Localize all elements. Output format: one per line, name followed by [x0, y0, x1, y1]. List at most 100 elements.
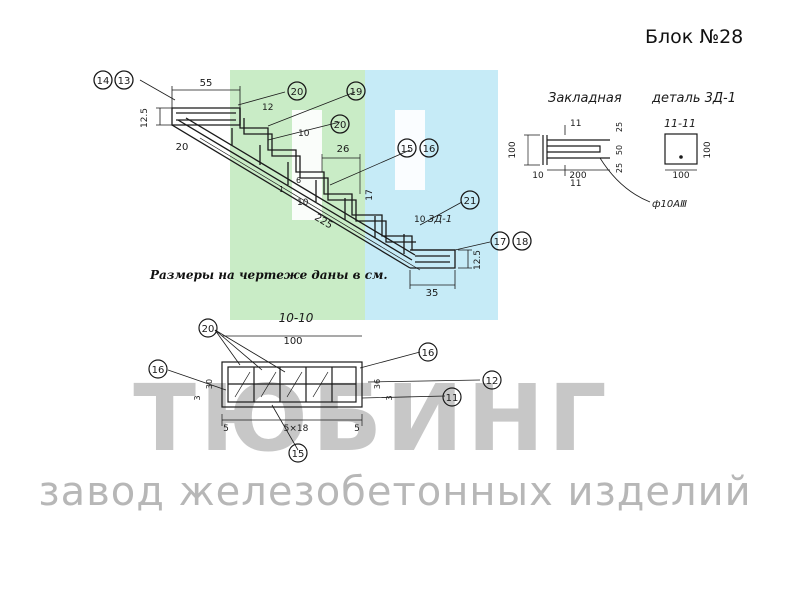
callout-label: 15 [401, 144, 414, 155]
stair-soffit-bar [177, 119, 413, 261]
bottom-landing-outline [410, 249, 456, 269]
dim-edge-text: 10 [532, 171, 544, 181]
stair-step-profile [239, 108, 455, 251]
callout-label: 13 [118, 76, 131, 87]
logo-cutout-left [292, 110, 322, 220]
section-mark-bottom: 11 [570, 179, 581, 189]
dim-left-outer-text: 3 [193, 395, 202, 400]
callout-label: 14 [97, 76, 110, 87]
dim-section-width-text: 100 [283, 336, 302, 347]
bar-mark: 10 [298, 129, 310, 139]
section-title: 11-11 [664, 117, 696, 130]
callout-circle [287, 81, 307, 101]
top-landing-bars [176, 112, 236, 121]
dim-top-text: 25 [615, 122, 624, 132]
callout-circle [460, 190, 480, 210]
dim-mid-text: 50 [615, 145, 624, 155]
cage-diagonals [234, 371, 329, 398]
stair-main-bar [185, 117, 416, 256]
section-10-title: 10-10 [279, 311, 314, 325]
callout-label: 16 [152, 365, 165, 376]
callout-circle [482, 370, 502, 390]
callout-label: 18 [516, 237, 529, 248]
dim-right-outer-text: 3 [385, 395, 394, 400]
logo-background [230, 70, 498, 320]
dim-edge-right-text: 5 [354, 424, 360, 434]
bar-mark: 10 [297, 198, 309, 208]
callout-label: 11 [446, 393, 459, 404]
callout-circle [490, 231, 510, 251]
embedded-detail-title-right: деталь 3Д-1 [651, 91, 736, 106]
dim-right-height-text: 12.5 [473, 250, 483, 270]
callout-circle [442, 387, 462, 407]
bar-mark: 12 [262, 103, 273, 113]
bar-reference: ф10АⅢ [652, 199, 687, 210]
callout-label: 19 [350, 87, 363, 98]
dim-length-text: 200 [569, 171, 586, 181]
callout-label: 12 [486, 376, 499, 387]
stair-reinforcement-view: 14 13 20 19 20 15 16 21 17 18 [93, 70, 532, 299]
callout-leaders [139, 79, 491, 251]
dim-top-width [171, 86, 241, 108]
callout-label: 20 [202, 324, 215, 335]
callout-circle [346, 81, 366, 101]
dim-left-height-text: 12.5 [140, 108, 150, 128]
callout-circle [512, 231, 532, 251]
callout-circle [419, 138, 439, 158]
callout-label: 20 [334, 120, 347, 131]
dim-section-height-text: 100 [703, 141, 713, 158]
bar-mark: 17 [365, 189, 375, 200]
section-mark-top: 11 [570, 119, 581, 129]
dim-edge-left-text: 5 [223, 424, 229, 434]
section-outline [221, 361, 363, 408]
callout-circle [198, 318, 218, 338]
stair-rebar-steps [243, 118, 416, 243]
callout-circle [397, 138, 417, 158]
dim-plate-height [524, 134, 540, 166]
dim-right-inner-text: 36 [373, 379, 382, 389]
callout-circle [418, 342, 438, 362]
dim-bottom-left-text: 20 [176, 142, 189, 153]
bar-mark: 1 [279, 185, 284, 194]
dim-section-width-text: 100 [672, 171, 689, 181]
callout-circle [93, 70, 113, 90]
dim-plate-height-text: 100 [508, 141, 518, 158]
callout-label: 20 [291, 87, 304, 98]
callout-label: 16 [423, 144, 436, 155]
callout-label: 17 [494, 237, 507, 248]
section-plate [664, 133, 698, 165]
dim-bottom-width [409, 270, 456, 289]
section-bar-dot [679, 155, 683, 159]
callout-circle [330, 114, 350, 134]
section-callouts: 20 16 16 12 11 15 [148, 318, 502, 463]
plate-side [542, 135, 548, 165]
logo-blue-panel [365, 70, 498, 320]
dim-top-width-text: 55 [200, 78, 213, 89]
watermark-subtitle: завод железобетонных изделий [38, 469, 751, 515]
bar-mark: 10 [414, 215, 426, 225]
dim-bottom-text: 25 [615, 163, 624, 173]
callout-circle [148, 359, 168, 379]
dim-bottom [221, 414, 363, 426]
section-leaders [167, 329, 481, 451]
dim-spacing-text: 5×18 [284, 424, 309, 434]
block-number-label: Блок №28 [645, 26, 744, 48]
detail-reference: 3Д-1 [428, 214, 452, 225]
dim-right-height [458, 249, 472, 269]
callout-label: 21 [464, 196, 477, 207]
watermark-brand: ТЮБИНГ [133, 365, 611, 472]
stair-stirrups [231, 128, 405, 254]
bottom-landing-bars [415, 255, 450, 263]
section-10-10-view: 10-10 100 5×18 5 5 3 30 36 3 20 16 [148, 311, 502, 463]
dim-step-text: 26 [337, 144, 350, 155]
bar-mark: 6 [296, 176, 301, 185]
callout-circle [114, 70, 134, 90]
stair-dimension-texts: 55 12.5 20 26 225 35 12.5 12 10 10 10 17… [140, 78, 483, 299]
dim-diagonal [199, 137, 421, 271]
dim-left-height [156, 107, 172, 126]
anchor-bars [547, 139, 610, 159]
embedded-detail-title-left: Закладная [548, 91, 622, 106]
dim-bottom-width-text: 35 [426, 288, 439, 299]
